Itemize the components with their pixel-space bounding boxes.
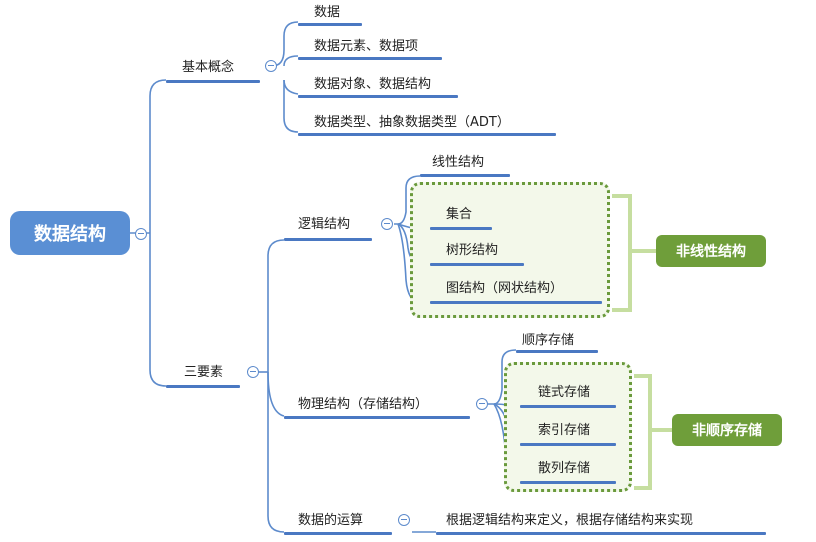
nonseq-tag: 非顺序存储 [672,414,782,446]
basic-item-underline [298,133,556,136]
basic-collapse-icon[interactable] [265,60,277,72]
basic-item-underline [298,57,442,60]
nonseq-item-hash: 散列存储 [538,461,591,476]
nonseq-item-linked: 链式存储 [538,385,591,400]
three-elements-label: 三要素 [184,365,224,380]
three-collapse-icon[interactable] [247,366,259,378]
operations-underline [284,532,392,535]
sequential-underline [516,350,598,353]
nonseq-item-index: 索引存储 [538,423,591,438]
nonlinear-item-underline [430,227,492,230]
physical-underline [284,416,470,419]
nonlinear-item-set: 集合 [446,207,473,222]
root-node[interactable]: 数据结构 [10,211,130,255]
basic-item-element: 数据元素、数据项 [314,39,419,54]
nonseq-bracket-stub [652,428,672,432]
nonlinear-bracket-stub [632,249,660,253]
nonseq-item-underline [520,405,616,408]
nonlinear-tag: 非线性结构 [656,235,766,267]
physical-collapse-icon[interactable] [476,398,488,410]
nonseq-bracket [634,374,652,490]
logical-collapse-icon[interactable] [381,218,393,230]
basic-item-underline [298,23,362,26]
linear-underline [420,174,510,177]
nonlinear-item-underline [430,263,524,266]
root-label: 数据结构 [34,224,106,245]
logical-structure-label: 逻辑结构 [298,217,351,232]
linear-structure-label: 线性结构 [432,155,485,170]
nonseq-item-underline [520,481,616,484]
three-elements-underline [166,385,240,388]
basic-concept-underline [166,80,260,83]
sequential-storage-label: 顺序存储 [522,333,575,348]
physical-structure-label: 物理结构（存储结构） [298,397,429,412]
nonlinear-item-tree: 树形结构 [446,243,499,258]
basic-item-type: 数据类型、抽象数据类型（ADT） [314,115,510,130]
operations-label: 数据的运算 [298,513,364,528]
operations-desc-underline [436,532,766,535]
basic-concept-label: 基本概念 [182,60,235,75]
basic-item-underline [298,95,458,98]
operations-collapse-icon[interactable] [398,514,410,526]
nonseq-item-underline [520,443,616,446]
nonlinear-group-box [410,182,610,318]
nonlinear-bracket [612,194,632,312]
basic-item-data: 数据 [314,5,341,20]
basic-item-object: 数据对象、数据结构 [314,77,432,92]
nonlinear-item-underline [430,301,602,304]
operations-description: 根据逻辑结构来定义，根据存储结构来实现 [446,513,694,528]
root-collapse-icon[interactable] [135,228,147,240]
nonseq-group-box [504,362,632,492]
logical-underline [284,238,372,241]
nonlinear-item-graph: 图结构（网状结构） [446,281,564,296]
